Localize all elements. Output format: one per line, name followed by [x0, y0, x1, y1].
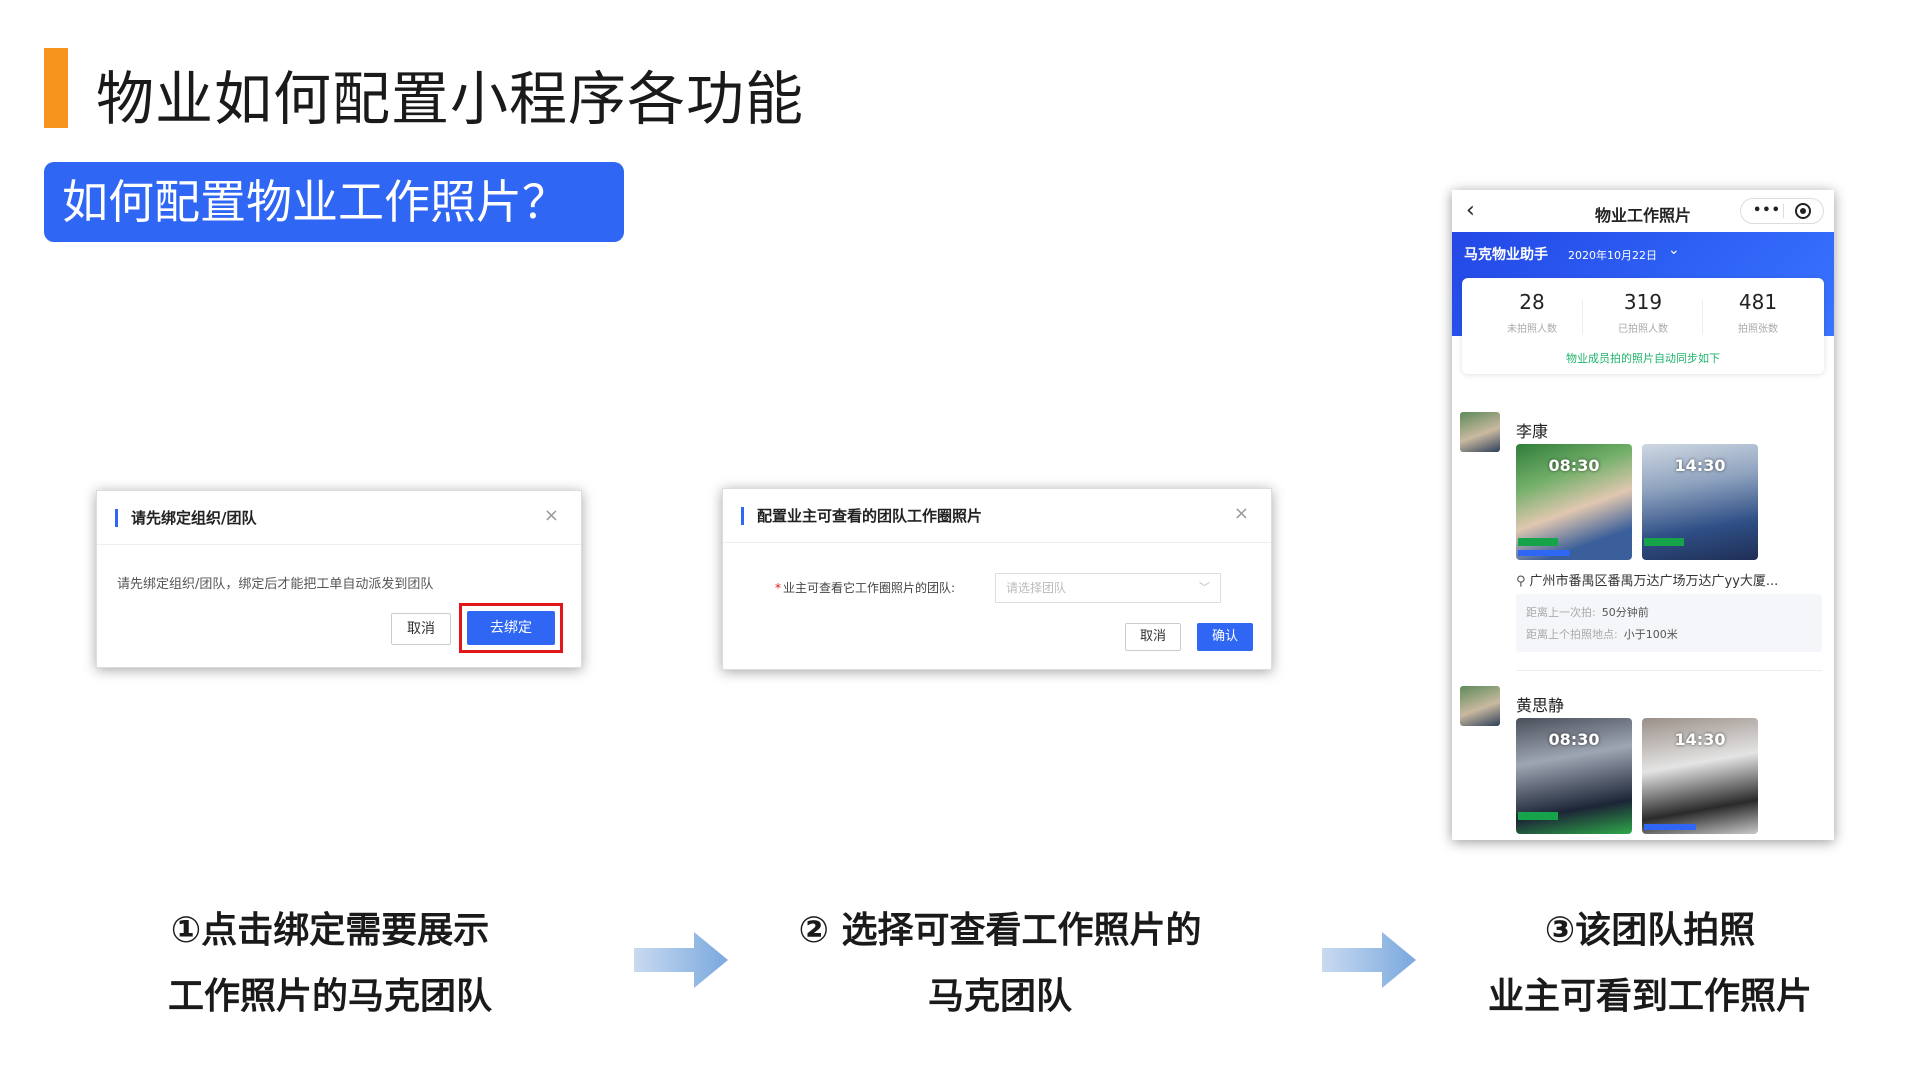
photo-watermark-tag: [1644, 824, 1696, 830]
person-name: 李康: [1516, 422, 1549, 441]
photo-watermark-tag: [1518, 812, 1558, 820]
stat-label: 未拍照人数: [1507, 324, 1557, 335]
sync-note: 物业成员拍的照片自动同步如下: [1566, 352, 1720, 365]
stat-label: 拍照张数: [1738, 324, 1778, 335]
config-photo-team-dialog: 配置业主可查看的团队工作圈照片 × *业主可查看它工作圈照片的团队: 请选择团队…: [722, 488, 1272, 670]
meta-last-shot: 距离上一次拍:50分钟前: [1526, 606, 1649, 619]
stat-value: 28: [1519, 290, 1545, 314]
title-accent-bar: [44, 48, 68, 128]
location-pin-icon: ⚲: [1516, 574, 1526, 589]
team-field-text: 业主可查看它工作圈照片的团队:: [783, 581, 956, 595]
step-line: 马克团队: [927, 976, 1072, 1017]
dialog-title-accent: [741, 507, 744, 525]
location-text: 广州市番禺区番禺万达广场万达广yy大厦...: [1529, 574, 1779, 589]
step-line: ①点击绑定需要展示: [170, 910, 490, 951]
work-photo[interactable]: 14:30: [1642, 444, 1758, 560]
confirm-button[interactable]: 确认: [1197, 623, 1253, 651]
chevron-down-icon[interactable]: ⌄: [1668, 242, 1680, 258]
back-icon[interactable]: ‹: [1466, 198, 1475, 223]
stats-card: 28 未拍照人数 319 已拍照人数 481 拍照张数 物业成员拍的照片自动同步…: [1462, 278, 1824, 374]
dialog-title: 请先绑定组织/团队: [131, 509, 257, 527]
divider: [1516, 670, 1822, 671]
dialog-title: 配置业主可查看的团队工作圈照片: [757, 507, 983, 525]
photo-time: 14:30: [1674, 730, 1726, 749]
bind-team-dialog: 请先绑定组织/团队 × 请先绑定组织/团队，绑定后才能把工单自动派发到团队 取消…: [96, 490, 582, 668]
stat-value: 319: [1623, 290, 1663, 314]
capsule-divider: [1783, 204, 1784, 218]
stat-divider: [1702, 300, 1703, 334]
date-selector[interactable]: 2020年10月22日: [1568, 249, 1657, 262]
dialog-header: 请先绑定组织/团队 ×: [97, 491, 581, 545]
step-3-caption: ③该团队拍照 业主可看到工作照片: [1440, 898, 1860, 1030]
dialog-title-accent: [115, 509, 118, 527]
photo-watermark-tag: [1518, 550, 1570, 556]
team-select-placeholder: 请选择团队: [1006, 581, 1067, 595]
stat-value: 481: [1738, 290, 1778, 314]
highlight-frame: [459, 603, 563, 653]
work-photo[interactable]: 08:30: [1516, 718, 1632, 834]
phone-screen: ‹ 物业工作照片 ••• 马克物业助手 2020年10月22日 ⌄ 28 未拍照…: [1452, 190, 1834, 840]
photo-watermark-tag: [1518, 538, 1558, 546]
work-photo[interactable]: 14:30: [1642, 718, 1758, 834]
step-line: ② 选择可查看工作照片的: [798, 910, 1202, 951]
photo-location: ⚲广州市番禺区番禺万达广场万达广yy大厦...: [1516, 570, 1778, 589]
meta-last-location: 距离上个拍照地点:小于100米: [1526, 628, 1678, 641]
avatar: [1460, 412, 1500, 452]
step-2-caption: ② 选择可查看工作照片的 马克团队: [760, 898, 1240, 1030]
section-heading: 如何配置物业工作照片？: [44, 162, 624, 242]
more-icon[interactable]: •••: [1753, 203, 1781, 218]
step-1-caption: ①点击绑定需要展示 工作照片的马克团队: [120, 898, 540, 1030]
phone-nav-title: 物业工作照片: [1594, 206, 1691, 225]
stat-divider: [1582, 300, 1583, 334]
team-field-label: *业主可查看它工作圈照片的团队:: [775, 579, 955, 596]
stat-photos: 481 拍照张数: [1708, 290, 1808, 335]
dialog-message: 请先绑定组织/团队，绑定后才能把工单自动派发到团队: [117, 577, 434, 592]
bind-button[interactable]: 去绑定: [467, 611, 555, 645]
required-mark: *: [775, 581, 781, 595]
photo-watermark-tag: [1644, 538, 1684, 546]
photo-time: 08:30: [1548, 730, 1600, 749]
chevron-down-icon: ﹀: [1199, 581, 1210, 594]
org-name: 马克物业助手: [1464, 247, 1548, 263]
stat-label: 已拍照人数: [1618, 324, 1668, 335]
page-title: 物业如何配置小程序各功能: [96, 65, 805, 133]
close-icon[interactable]: ×: [543, 505, 559, 526]
stat-unshot: 28 未拍照人数: [1482, 290, 1582, 335]
step-line: 工作照片的马克团队: [167, 976, 492, 1017]
close-icon[interactable]: ×: [1233, 503, 1249, 524]
team-select[interactable]: 请选择团队 ﹀: [995, 573, 1221, 603]
arrow-right-icon: [1322, 932, 1416, 988]
work-photo[interactable]: 08:30: [1516, 444, 1632, 560]
photo-time: 14:30: [1674, 456, 1726, 475]
arrow-right-icon: [634, 932, 728, 988]
mini-program-capsule[interactable]: •••: [1740, 198, 1824, 224]
cancel-button[interactable]: 取消: [391, 613, 451, 645]
phone-nav-bar: ‹ 物业工作照片 •••: [1452, 190, 1834, 232]
avatar: [1460, 686, 1500, 726]
step-line: ③该团队拍照: [1544, 910, 1756, 951]
person-name: 黄思静: [1516, 696, 1565, 715]
photo-meta: 距离上一次拍:50分钟前 距离上个拍照地点:小于100米: [1516, 594, 1822, 652]
cancel-button[interactable]: 取消: [1125, 623, 1181, 651]
stat-shot: 319 已拍照人数: [1593, 290, 1693, 335]
photo-time: 08:30: [1548, 456, 1600, 475]
dialog-header: 配置业主可查看的团队工作圈照片 ×: [723, 489, 1271, 543]
step-line: 业主可看到工作照片: [1487, 976, 1812, 1017]
close-program-icon[interactable]: [1795, 203, 1811, 219]
